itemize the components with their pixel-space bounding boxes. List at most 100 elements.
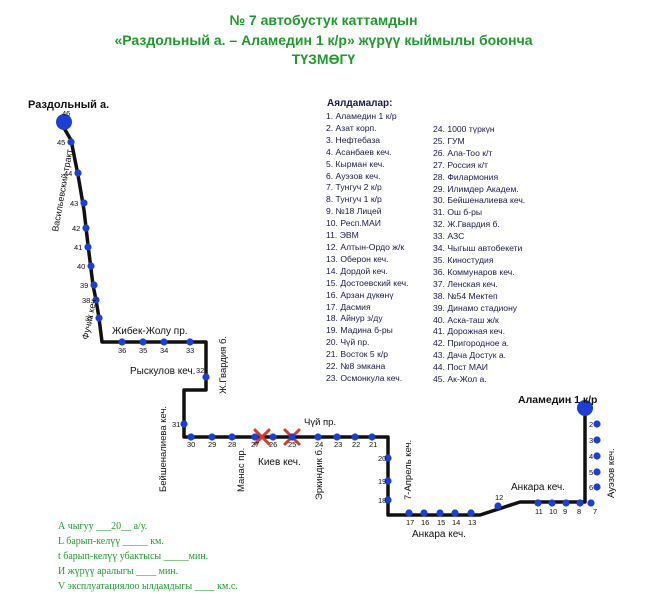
stop-dot-42 <box>82 224 90 232</box>
stop-dot-7 <box>587 499 595 507</box>
stop-list-item: 34. Чыгыш автобекети <box>433 243 523 254</box>
stop-dot-17 <box>405 509 413 517</box>
stop-number-20: 20 <box>378 454 386 463</box>
stop-dot-8 <box>576 499 584 507</box>
stop-number-5: 5 <box>589 468 593 477</box>
terminal-start-label: Раздольный а. <box>28 99 109 111</box>
stop-dot-44 <box>74 169 82 177</box>
street-label-erkindik: Эркиндик б. <box>314 447 325 500</box>
stop-dot-6 <box>593 483 601 491</box>
stop-dot-11 <box>534 499 542 507</box>
stop-number-8: 8 <box>577 507 581 516</box>
stop-number-19: 19 <box>378 477 386 486</box>
stop-number-38: 38 <box>82 296 90 305</box>
stop-dot-43 <box>80 199 88 207</box>
stop-number-22: 22 <box>352 440 360 449</box>
stop-list-item: 9. №18 Лицей <box>326 206 382 217</box>
stop-dot-32 <box>202 373 210 381</box>
stop-list-item: 6. Ауэзов кеч. <box>326 170 381 181</box>
stop-dot-9 <box>562 499 570 507</box>
stop-number-7: 7 <box>593 507 597 516</box>
stop-dot-23 <box>333 433 341 441</box>
stop-dot-37 <box>95 314 103 322</box>
stop-list-item: 29. Илимдер Академ. <box>433 183 519 194</box>
stop-dot-31 <box>180 420 188 428</box>
street-label-zhibek-zholu: Жибек-Жолу пр. <box>112 325 188 337</box>
stop-number-32: 32 <box>196 366 204 375</box>
stop-dot-21 <box>368 433 376 441</box>
stop-number-18: 18 <box>378 496 386 505</box>
stop-number-16: 16 <box>421 518 429 527</box>
stop-list-item: 5. Кырман кеч. <box>326 158 385 169</box>
stop-number-34: 34 <box>160 346 168 355</box>
param-speed: V эксплуатациялоо ылдамдыгы ____ км.с. <box>58 581 238 592</box>
stop-number-26: 26 <box>269 440 277 449</box>
stop-list-item: 39. Динамо стадиону <box>433 302 518 313</box>
stop-number-30: 30 <box>187 440 195 449</box>
stop-list-item: 13. Оберон кеч. <box>326 253 389 264</box>
stop-number-35: 35 <box>139 346 147 355</box>
street-label-zh-gvardiya: Ж.Гвардия б. <box>218 336 229 394</box>
stop-list-item: 11. ЭВМ <box>326 230 359 241</box>
stop-list-item: 12. Алтын-Ордо ж/к <box>326 241 405 252</box>
stop-dot-33 <box>186 338 194 346</box>
street-label-chuy: Чүй пр. <box>304 417 336 428</box>
stop-list-item: 14. Дордой кеч. <box>326 265 388 276</box>
stop-list-item: 30. Бейшеналиева кеч. <box>433 195 526 206</box>
street-label-vasilievsky: Васильевский тракт <box>50 148 74 232</box>
stop-list-item: 27. Россия к/т <box>433 159 488 170</box>
stop-number-25: 25 <box>288 440 296 449</box>
stop-number-10: 10 <box>549 507 557 516</box>
stop-dot-28 <box>228 433 236 441</box>
stop-number-36: 36 <box>118 346 126 355</box>
stop-list-item: 10. Респ.МАИ <box>326 218 381 229</box>
stop-number-40: 40 <box>77 262 85 271</box>
stop-list-item: 37. Ленская кеч. <box>433 278 498 289</box>
title-line-1: № 7 автобустук каттамдын <box>229 12 418 28</box>
stop-list-item: 19. Мадина б-ры <box>326 325 393 336</box>
stop-dot-22 <box>351 433 359 441</box>
param-interval: И жүрүү аралыгы ____ мин. <box>58 566 179 577</box>
stops-heading: Аялдамалар: <box>327 98 393 109</box>
stop-number-28: 28 <box>228 440 236 449</box>
street-label-manas: Манас пр. <box>236 448 247 492</box>
route-parameters: А чыгуу ___20__ а/у. L барып-келүү _____… <box>58 519 238 594</box>
stop-number-14: 14 <box>452 518 460 527</box>
stop-number-37: 37 <box>85 314 93 323</box>
stop-list-item: 36. Коммунаров кеч. <box>433 266 515 277</box>
stop-dot-20 <box>384 454 392 462</box>
stop-number-39: 39 <box>80 281 88 290</box>
stop-number-1: 1 <box>568 396 572 405</box>
stop-list-item: 25. ГУМ <box>433 135 465 146</box>
stop-list-item: 3. Нефтебаза <box>326 134 381 145</box>
stop-list-item: 7. Тунгуч 2 к/р <box>326 182 382 193</box>
stop-dot-36 <box>118 338 126 346</box>
param-roundtrip-time: t барып-келүү убактысы _____мин. <box>58 551 209 562</box>
street-label-beishenalieva: Бейшеналиева кеч. <box>158 406 169 492</box>
stop-dot-26 <box>269 433 277 441</box>
stop-list-item: 1. Аламедин 1 к/р <box>326 111 397 121</box>
stop-number-43: 43 <box>70 199 78 208</box>
param-length: L барып-келүү _____ км. <box>58 536 164 547</box>
stop-list-item: 22. №8 эмкана <box>326 361 386 372</box>
terminal-start-marker <box>56 114 72 130</box>
terminal-end-marker <box>577 400 593 416</box>
stop-list-item: 8. Тунгуч 1 к/р <box>326 194 382 205</box>
stop-list-item: 31. Ош б-ры <box>433 207 483 218</box>
stop-list-item: 16. Арзан дүкөнү <box>326 289 394 300</box>
stop-dot-4 <box>593 452 601 460</box>
stop-number-24: 24 <box>315 440 323 449</box>
stop-dot-12 <box>494 502 502 510</box>
stop-list-item: 44. Пост МАИ <box>433 362 488 373</box>
stop-list-item: 26. Ала-Тоо к/т <box>433 147 493 158</box>
closed-stop-marker-27 <box>253 428 271 446</box>
stop-number-13: 13 <box>468 518 476 527</box>
stop-number-2: 2 <box>589 420 593 429</box>
stop-number-15: 15 <box>437 518 445 527</box>
stops-layer: 1234567891011121314151617181920212223242… <box>57 109 601 527</box>
stop-list-item: 32. Ж.Гвардия б. <box>433 219 500 230</box>
stop-number-27: 27 <box>251 440 259 449</box>
